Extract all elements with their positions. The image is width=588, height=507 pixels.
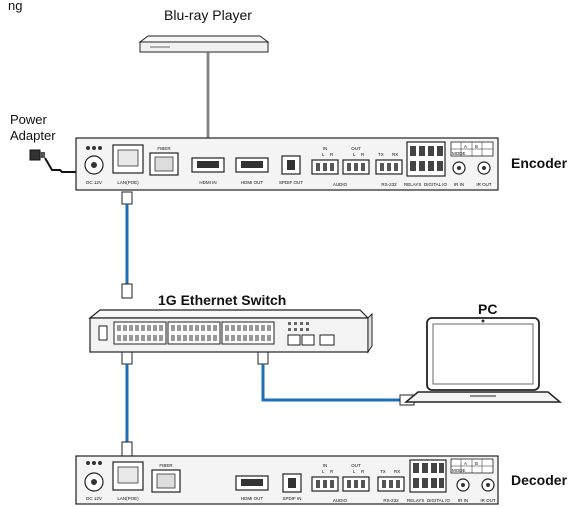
encoder-spdif-port: SPDIF OUT	[279, 155, 303, 185]
svg-text:R: R	[361, 152, 365, 157]
switch-port-block-2	[167, 321, 221, 345]
decoder-fiber-port: FIBER	[151, 463, 181, 493]
svg-text:TX: TX	[380, 469, 386, 474]
power-label-line2: Adapter	[10, 128, 56, 143]
svg-text:L: L	[353, 152, 356, 157]
encoder-mode-switch: A B MODE	[450, 141, 494, 157]
decoder-label: Decoder	[511, 472, 568, 488]
svg-text:B: B	[475, 461, 478, 466]
decoder-rs232-port: TX RX RS-232	[377, 469, 405, 503]
svg-text:DC 12V: DC 12V	[86, 496, 102, 501]
svg-text:SPDIF IN: SPDIF IN	[282, 496, 301, 501]
decoder-spdif-port: SPDIF IN	[282, 473, 302, 501]
encoder-label: Encoder	[511, 155, 568, 171]
power-label-line1: Power	[10, 112, 48, 127]
ethernet-switch	[88, 309, 373, 354]
svg-text:R: R	[361, 469, 365, 474]
svg-text:FIBER: FIBER	[159, 463, 173, 468]
svg-text:IN: IN	[323, 146, 328, 151]
svg-text:HDMI OUT: HDMI OUT	[241, 496, 263, 501]
svg-text:L: L	[353, 469, 356, 474]
svg-text:IR OUT: IR OUT	[476, 182, 492, 187]
svg-text:OUT: OUT	[351, 146, 361, 151]
svg-text:RS-232: RS-232	[381, 182, 397, 187]
svg-text:HDMI IN: HDMI IN	[199, 180, 216, 185]
encoder-lan-port: LAN(POE)	[112, 144, 144, 185]
svg-text:RELAYS: RELAYS	[404, 182, 421, 187]
svg-text:HDMI OUT: HDMI OUT	[241, 180, 263, 185]
svg-text:TX: TX	[378, 152, 384, 157]
switch-port-block-3	[221, 321, 275, 345]
encoder-rs232-port: TX RX RS-232	[375, 152, 403, 187]
bluray-player	[138, 35, 270, 53]
partial-top-text: ng	[8, 0, 22, 13]
switch-port-block-1	[113, 321, 167, 345]
svg-text:R: R	[330, 152, 334, 157]
svg-text:A: A	[464, 461, 467, 466]
switch-label: 1G Ethernet Switch	[158, 292, 286, 308]
svg-text:IR IN: IR IN	[454, 182, 464, 187]
encoder-fiber-port: FIBER	[149, 146, 179, 176]
svg-text:R: R	[330, 469, 334, 474]
encoder-audio-ports: IN L R OUT L R AUDIO	[311, 146, 370, 187]
decoder-hdmi-out-port: HDMI OUT	[235, 475, 269, 501]
decoder-dc-port: DC 12V	[84, 461, 104, 501]
decoder-ir-ports: IR IN IR OUT	[456, 478, 496, 503]
decoder-audio-ports: IN L R OUT L R AUDIO	[311, 463, 370, 503]
decoder-device: DC 12V LAN(POE) FIBER HDMI OUT SPDIF IN …	[75, 455, 499, 505]
svg-text:IN: IN	[323, 463, 328, 468]
bluray-label: Blu-ray Player	[164, 7, 252, 23]
lan-cable-switch-decoder	[121, 349, 133, 457]
svg-text:L: L	[322, 152, 325, 157]
encoder-hdmi-out-port: HDMI OUT	[235, 157, 269, 185]
lan-cable-switch-pc	[257, 349, 415, 406]
svg-text:FIBER: FIBER	[157, 146, 171, 151]
svg-text:MODE: MODE	[452, 151, 466, 156]
svg-text:L: L	[322, 469, 325, 474]
svg-text:DC 12V: DC 12V	[86, 180, 102, 185]
svg-text:B: B	[475, 144, 478, 149]
pc-laptop	[403, 317, 563, 403]
svg-text:RELAYS: RELAYS	[407, 498, 424, 503]
svg-text:RS-232: RS-232	[383, 498, 399, 503]
svg-text:MODE: MODE	[452, 468, 466, 473]
svg-text:LAN(POE): LAN(POE)	[117, 180, 139, 185]
encoder-dc-port: DC 12V	[84, 146, 104, 185]
decoder-relays-port: RELAYS DIGITAL IO	[407, 459, 451, 503]
svg-text:IR OUT: IR OUT	[480, 498, 496, 503]
pc-label: PC	[478, 301, 497, 317]
svg-text:RX: RX	[394, 469, 400, 474]
svg-text:AUDIO: AUDIO	[333, 498, 348, 503]
svg-text:SPDIF OUT: SPDIF OUT	[279, 180, 303, 185]
decoder-mode-switch: A B MODE	[450, 458, 494, 474]
svg-text:A: A	[464, 144, 467, 149]
decoder-lan-port: LAN(POE)	[112, 461, 144, 501]
encoder-device: DC 12V LAN(POE) FIBER HDMI IN HDMI OUT	[75, 137, 499, 191]
svg-text:DIGITAL IO: DIGITAL IO	[427, 498, 451, 503]
encoder-relays-port: RELAYS DIGITAL IO	[404, 141, 448, 187]
encoder-ir-ports: IR IN IR OUT	[452, 161, 492, 187]
encoder-hdmi-in-port: HDMI IN	[191, 157, 225, 185]
svg-text:DIGITAL IO: DIGITAL IO	[424, 182, 448, 187]
svg-text:RX: RX	[392, 152, 398, 157]
switch-sfp-ports	[287, 322, 335, 346]
svg-text:OUT: OUT	[351, 463, 361, 468]
svg-text:IR IN: IR IN	[458, 498, 468, 503]
svg-text:AUDIO: AUDIO	[333, 182, 348, 187]
lan-cable-encoder-switch	[121, 191, 133, 299]
svg-text:LAN(POE): LAN(POE)	[117, 496, 139, 501]
